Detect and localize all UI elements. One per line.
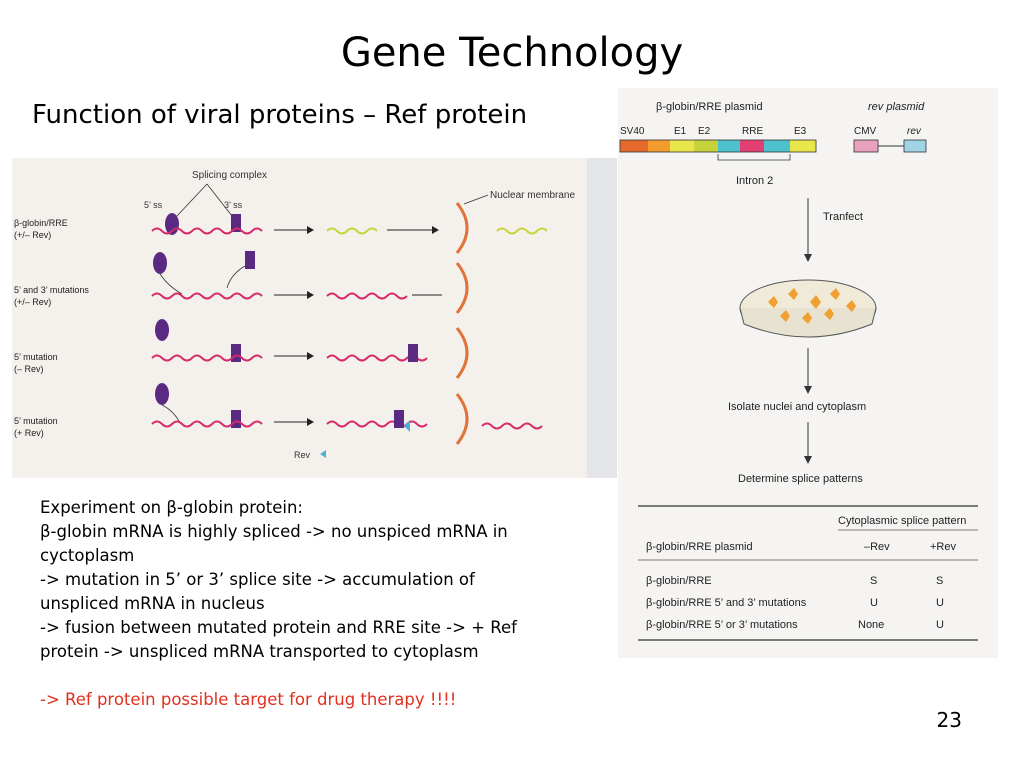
segment-label-sv40: SV40 xyxy=(620,126,645,137)
row-label-3b: (– Rev) xyxy=(14,364,44,374)
notes-line: -> mutation in 5’ or 3’ splice site -> a… xyxy=(40,570,475,589)
row-label-1a: β-globin/RRE xyxy=(14,218,68,228)
experiment-figure: β-globin/RRE plasmid rev plasmid SV40 E1… xyxy=(618,88,998,658)
isolate-label: Isolate nuclei and cytoplasm xyxy=(728,401,866,413)
notes-line: Experiment on β-globin protein: xyxy=(40,498,303,517)
nuclear-membrane-label: Nuclear membrane xyxy=(490,190,575,201)
table-row-1-minus: S xyxy=(870,575,877,587)
table-row-2-plus: U xyxy=(936,597,944,609)
transfect-label: Tranfect xyxy=(823,211,863,223)
segment-label-e1: E1 xyxy=(674,126,687,137)
segment-label-rre: RRE xyxy=(742,126,763,137)
rev-gene-label: rev xyxy=(907,126,922,137)
page-number: 23 xyxy=(936,708,962,732)
row-label-3a: 5’ mutation xyxy=(14,352,58,362)
determine-label: Determine splice patterns xyxy=(738,473,863,485)
segment-label-e2: E2 xyxy=(698,126,711,137)
table-row-3-plus: U xyxy=(936,619,944,631)
three-ss-label: 3’ ss xyxy=(224,200,243,210)
notes-line: β-globin mRNA is highly spliced -> no un… xyxy=(40,522,508,541)
table-row-1-plus: S xyxy=(936,575,943,587)
notes-line: cyctoplasm xyxy=(40,546,135,565)
notes-line: -> fusion between mutated protein and RR… xyxy=(40,618,517,637)
table-row-3-minus: None xyxy=(858,619,884,631)
table-header-minus-rev: –Rev xyxy=(864,541,890,553)
notes-line: protein -> unspliced mRNA transported to… xyxy=(40,642,479,661)
splicing-diagram-figure: Splicing complex 5’ ss 3’ ss Nuclear mem… xyxy=(12,158,617,478)
cmv-label: CMV xyxy=(854,126,877,137)
row-label-1b: (+/– Rev) xyxy=(14,230,51,240)
table-row-3-name: β-globin/RRE 5’ or 3’ mutations xyxy=(646,619,798,631)
globin-plasmid-label: β-globin/RRE plasmid xyxy=(656,101,763,113)
rev-plasmid-label: rev plasmid xyxy=(868,101,925,113)
table-row-2-name: β-globin/RRE 5’ and 3’ mutations xyxy=(646,597,807,609)
segment-label-e3: E3 xyxy=(794,126,807,137)
five-ss-label: 5’ ss xyxy=(144,200,163,210)
table-row-1-name: β-globin/RRE xyxy=(646,575,712,587)
row-label-2b: (+/– Rev) xyxy=(14,297,51,307)
row-label-4a: 5’ mutation xyxy=(14,416,58,426)
table-caption: Cytoplasmic splice pattern xyxy=(838,515,966,527)
table-header-plus-rev: +Rev xyxy=(930,541,956,553)
rev-label: Rev xyxy=(294,450,311,460)
intron-label: Intron 2 xyxy=(736,175,773,187)
row-label-4b: (+ Rev) xyxy=(14,428,44,438)
table-row-2-minus: U xyxy=(870,597,878,609)
notes-line: unspliced mRNA in nucleus xyxy=(40,594,265,613)
table-header-plasmid: β-globin/RRE plasmid xyxy=(646,541,753,553)
slide-subtitle: Function of viral proteins – Ref protein xyxy=(32,100,528,130)
notes-highlight: -> Ref protein possible target for drug … xyxy=(40,690,457,709)
experiment-notes: Experiment on β-globin protein: β-globin… xyxy=(40,496,580,712)
splicing-complex-label: Splicing complex xyxy=(192,170,267,181)
row-label-2a: 5’ and 3’ mutations xyxy=(14,285,89,295)
slide-title: Gene Technology xyxy=(340,30,684,76)
